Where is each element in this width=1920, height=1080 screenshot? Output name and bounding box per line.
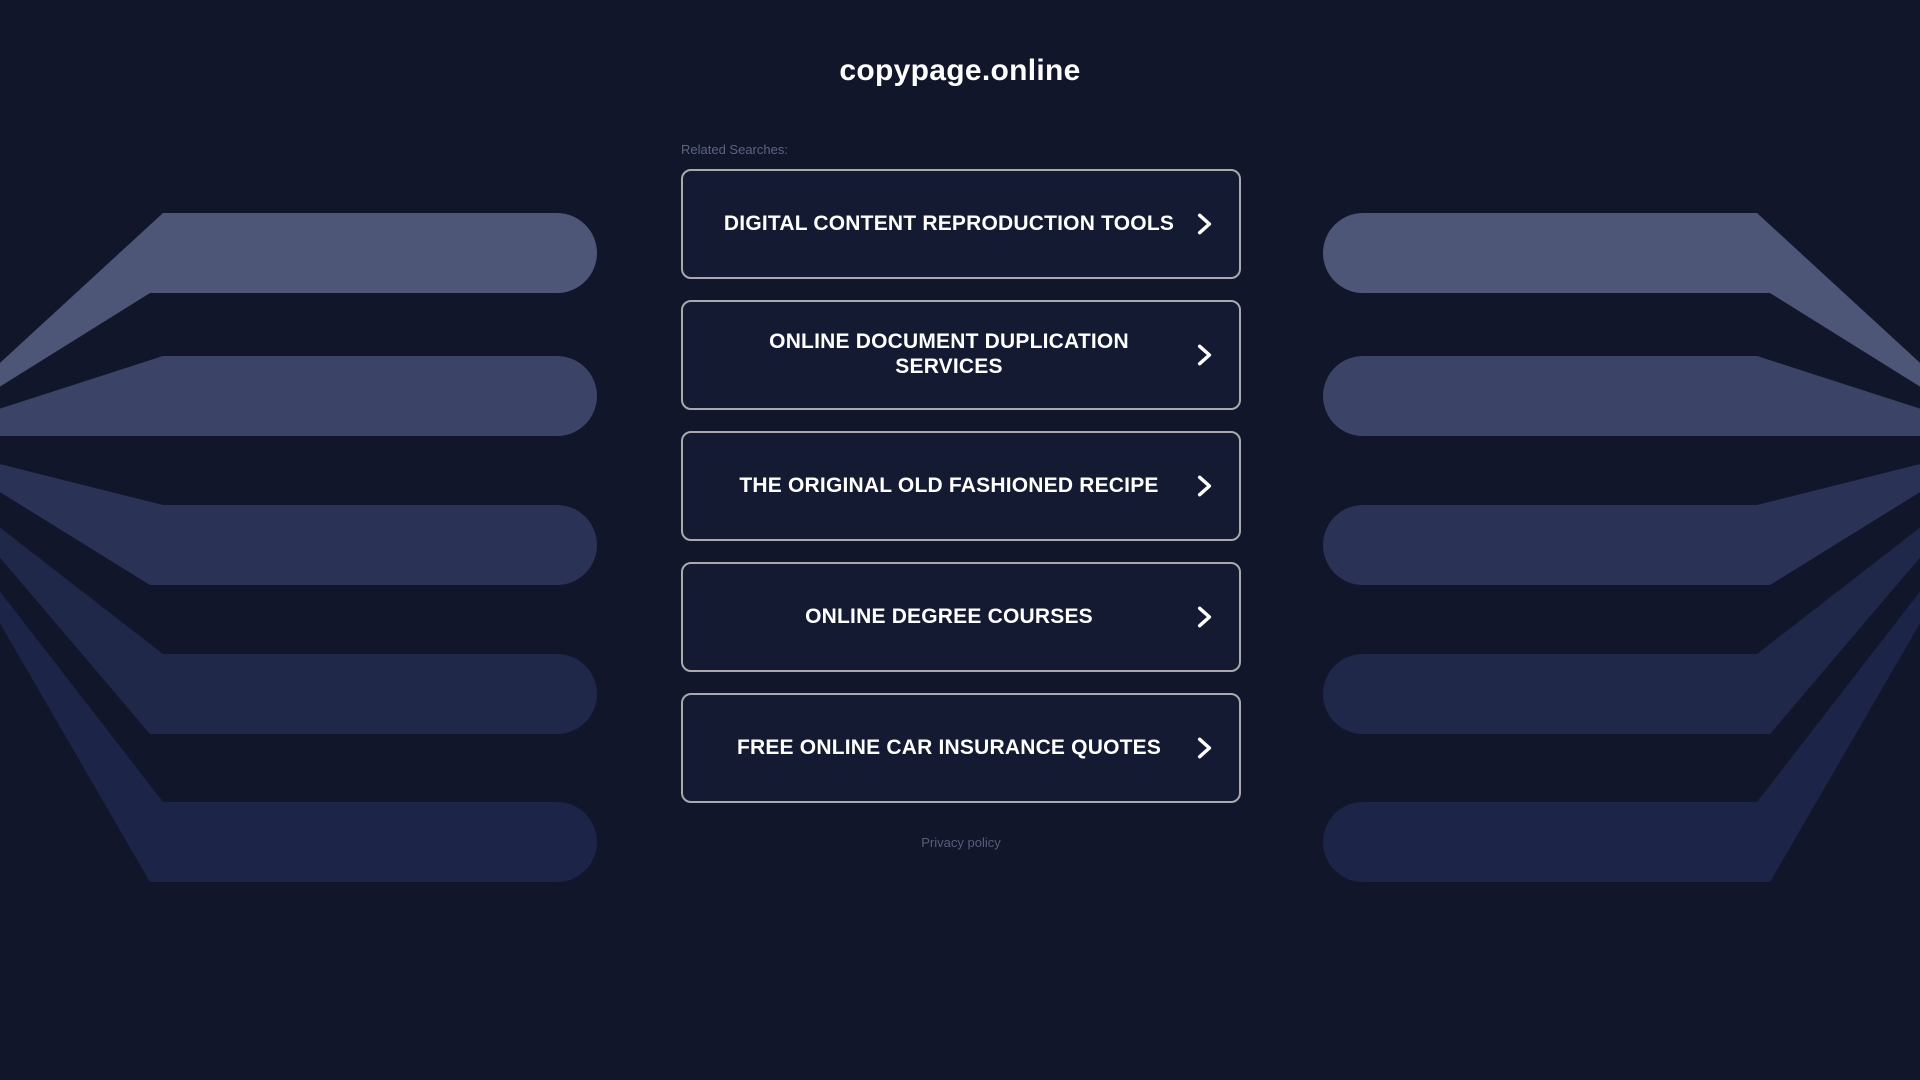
chevron-right-icon [1197, 344, 1212, 366]
privacy-policy-link[interactable]: Privacy policy [921, 835, 1001, 850]
related-search-label-5: FREE ONLINE CAR INSURANCE QUOTES [736, 735, 1162, 759]
related-search-label-1: DIGITAL CONTENT REPRODUCTION TOOLS [723, 211, 1175, 235]
related-search-link-4[interactable]: ONLINE DEGREE COURSES [681, 562, 1241, 672]
related-search-link-3[interactable]: THE ORIGINAL OLD FASHIONED RECIPE [681, 431, 1241, 541]
chevron-right-icon [1197, 213, 1212, 235]
related-search-label-4: ONLINE DEGREE COURSES [805, 604, 1093, 628]
chevron-right-icon [1197, 475, 1212, 497]
chevron-right-icon [1197, 606, 1212, 628]
related-searches-label: Related Searches: [681, 142, 788, 157]
related-search-link-5[interactable]: FREE ONLINE CAR INSURANCE QUOTES [681, 693, 1241, 803]
related-search-label-2: ONLINE DOCUMENT DUPLICATION SERVICES [769, 330, 1129, 378]
page-title: copypage.online [839, 54, 1081, 87]
related-search-link-2[interactable]: ONLINE DOCUMENT DUPLICATION SERVICES [681, 300, 1241, 410]
related-search-label-3: THE ORIGINAL OLD FASHIONED RECIPE [739, 473, 1159, 497]
related-search-link-1[interactable]: DIGITAL CONTENT REPRODUCTION TOOLS [681, 169, 1241, 279]
chevron-right-icon [1197, 737, 1212, 759]
related-searches-section: Related Searches: DIGITAL CONTENT REPROD… [681, 142, 1241, 850]
